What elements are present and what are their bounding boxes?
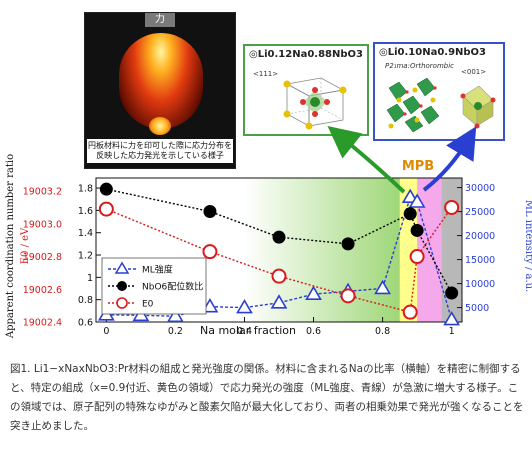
- x-tick-label: 0.2: [168, 326, 183, 337]
- y1-tick-label: 1.4: [78, 228, 93, 239]
- nbo6-ratio-point: [403, 207, 417, 221]
- yr-tick-label: 20000: [465, 231, 495, 242]
- legend-marker: [116, 297, 128, 309]
- y1-tick-label: 1.2: [78, 251, 93, 262]
- ml-glow-bottom-image: [149, 117, 171, 135]
- crystal-1-structure-image: [283, 77, 347, 130]
- y2-tick-label: 19002.4: [23, 318, 62, 329]
- x-tick-label: 0.4: [237, 326, 252, 337]
- arrow-to-crystal-1: [327, 126, 406, 194]
- force-label: 力: [145, 13, 175, 27]
- crystal-2-phase: P2₁ma:Orthorombic: [385, 62, 455, 70]
- yr-tick-label: 5000: [465, 303, 489, 314]
- e0-point: [202, 244, 218, 260]
- y1-tick-label: 0.8: [78, 295, 93, 306]
- legend-marker: [114, 261, 130, 274]
- legend-label: ML強度: [142, 264, 173, 276]
- e0-point: [409, 249, 425, 265]
- ml-intensity-point: [374, 279, 391, 295]
- x-tick-label: 0.6: [306, 326, 321, 337]
- ml-glow-image: [119, 33, 203, 129]
- y1-tick-label: 1.8: [78, 184, 93, 195]
- ml-intensity-point: [401, 188, 419, 203]
- ml-intensity-point: [270, 294, 288, 309]
- nbo6-ratio-point: [203, 204, 217, 218]
- yr-tick-label: 15000: [465, 255, 495, 266]
- arrow-to-crystal-2: [422, 126, 477, 192]
- nbo6-ratio-point: [341, 237, 355, 251]
- y2-tick-label: 19002.8: [23, 252, 62, 263]
- x-tick-label: 1: [449, 326, 455, 337]
- nbo6-ratio-point: [410, 223, 424, 237]
- yr-tick-label: 10000: [465, 279, 495, 290]
- crystal-2-title: ◎Li0.10Na0.9NbO3: [379, 47, 487, 58]
- x-axis-label: Na molar fraction: [200, 324, 296, 337]
- nbo6-ratio-point: [445, 286, 459, 300]
- x-tick-label: 0.8: [375, 326, 390, 337]
- y-axis-label-e0: E0 / eV: [20, 227, 31, 264]
- nbo6-ratio-point: [99, 182, 113, 196]
- y1-tick-label: 0.6: [78, 318, 93, 329]
- ml-intensity-point: [201, 298, 219, 313]
- y-axis-label-coordination: Apparent coordination number ratio: [5, 154, 16, 339]
- crystal-structure-box-1: ◎Li0.12Na0.88NbO3 <111>: [243, 44, 369, 136]
- y1-tick-label: 1: [87, 273, 93, 284]
- ml-photo-panel: 力 円板材料に力を印可した際に応力分布を反映した応力発光を示している様子: [84, 12, 236, 169]
- crystal-1-direction: <111>: [253, 70, 279, 78]
- crystal-2-direction: <001>: [461, 68, 487, 76]
- ml-intensity-point: [305, 285, 322, 300]
- legend-marker: [117, 281, 127, 291]
- legend-label: NbO6配位数比: [142, 281, 203, 293]
- e0-point: [98, 201, 114, 217]
- e0-point: [444, 199, 460, 215]
- y1-tick-label: 1.6: [78, 206, 93, 217]
- legend-label: E0: [142, 300, 154, 310]
- yr-tick-label: 30000: [465, 183, 495, 194]
- mpb-label: MPB: [402, 159, 434, 174]
- y2-tick-label: 19002.6: [23, 285, 62, 296]
- e0-point: [340, 288, 356, 304]
- yr-tick-label: 25000: [465, 207, 495, 218]
- nbo6-ratio-point: [272, 230, 286, 244]
- y-axis-label-ml: ML intensity / a.u.: [523, 200, 532, 293]
- shaded-region-gray: [441, 178, 462, 322]
- crystal-1-title: ◎Li0.12Na0.88NbO3: [249, 49, 363, 60]
- e0-point: [402, 304, 418, 320]
- crystal-2-structure-image: [386, 77, 496, 133]
- crystal-structure-box-2: ◎Li0.10Na0.9NbO3 P2₁ma:Orthorombic <001>: [373, 42, 505, 141]
- plot-frame: [95, 177, 463, 323]
- x-tick-label: 0: [103, 326, 109, 337]
- ml-intensity-point: [167, 307, 184, 323]
- ml-intensity-point: [236, 299, 253, 314]
- y2-tick-label: 19003.0: [23, 219, 62, 230]
- e0-point: [271, 268, 287, 284]
- photo-caption: 円板材料に力を印可した際に応力分布を反映した応力発光を示している様子: [87, 139, 233, 163]
- ml-intensity-point: [408, 193, 426, 208]
- shaded-region-green: [244, 178, 400, 322]
- y2-tick-label: 19003.2: [23, 187, 62, 198]
- ml-intensity-point: [443, 311, 461, 326]
- main-chart: 0 0.2 0.4 0.6 0.8 1 0.6 0.8 1 1.2 1.4 1.6 1.8 19002.4…: [5, 126, 532, 339]
- figure-caption: 図1. Li1−xNaxNbO3:Pr材料の組成と発光強度の関係。材料に含まれる…: [10, 363, 524, 432]
